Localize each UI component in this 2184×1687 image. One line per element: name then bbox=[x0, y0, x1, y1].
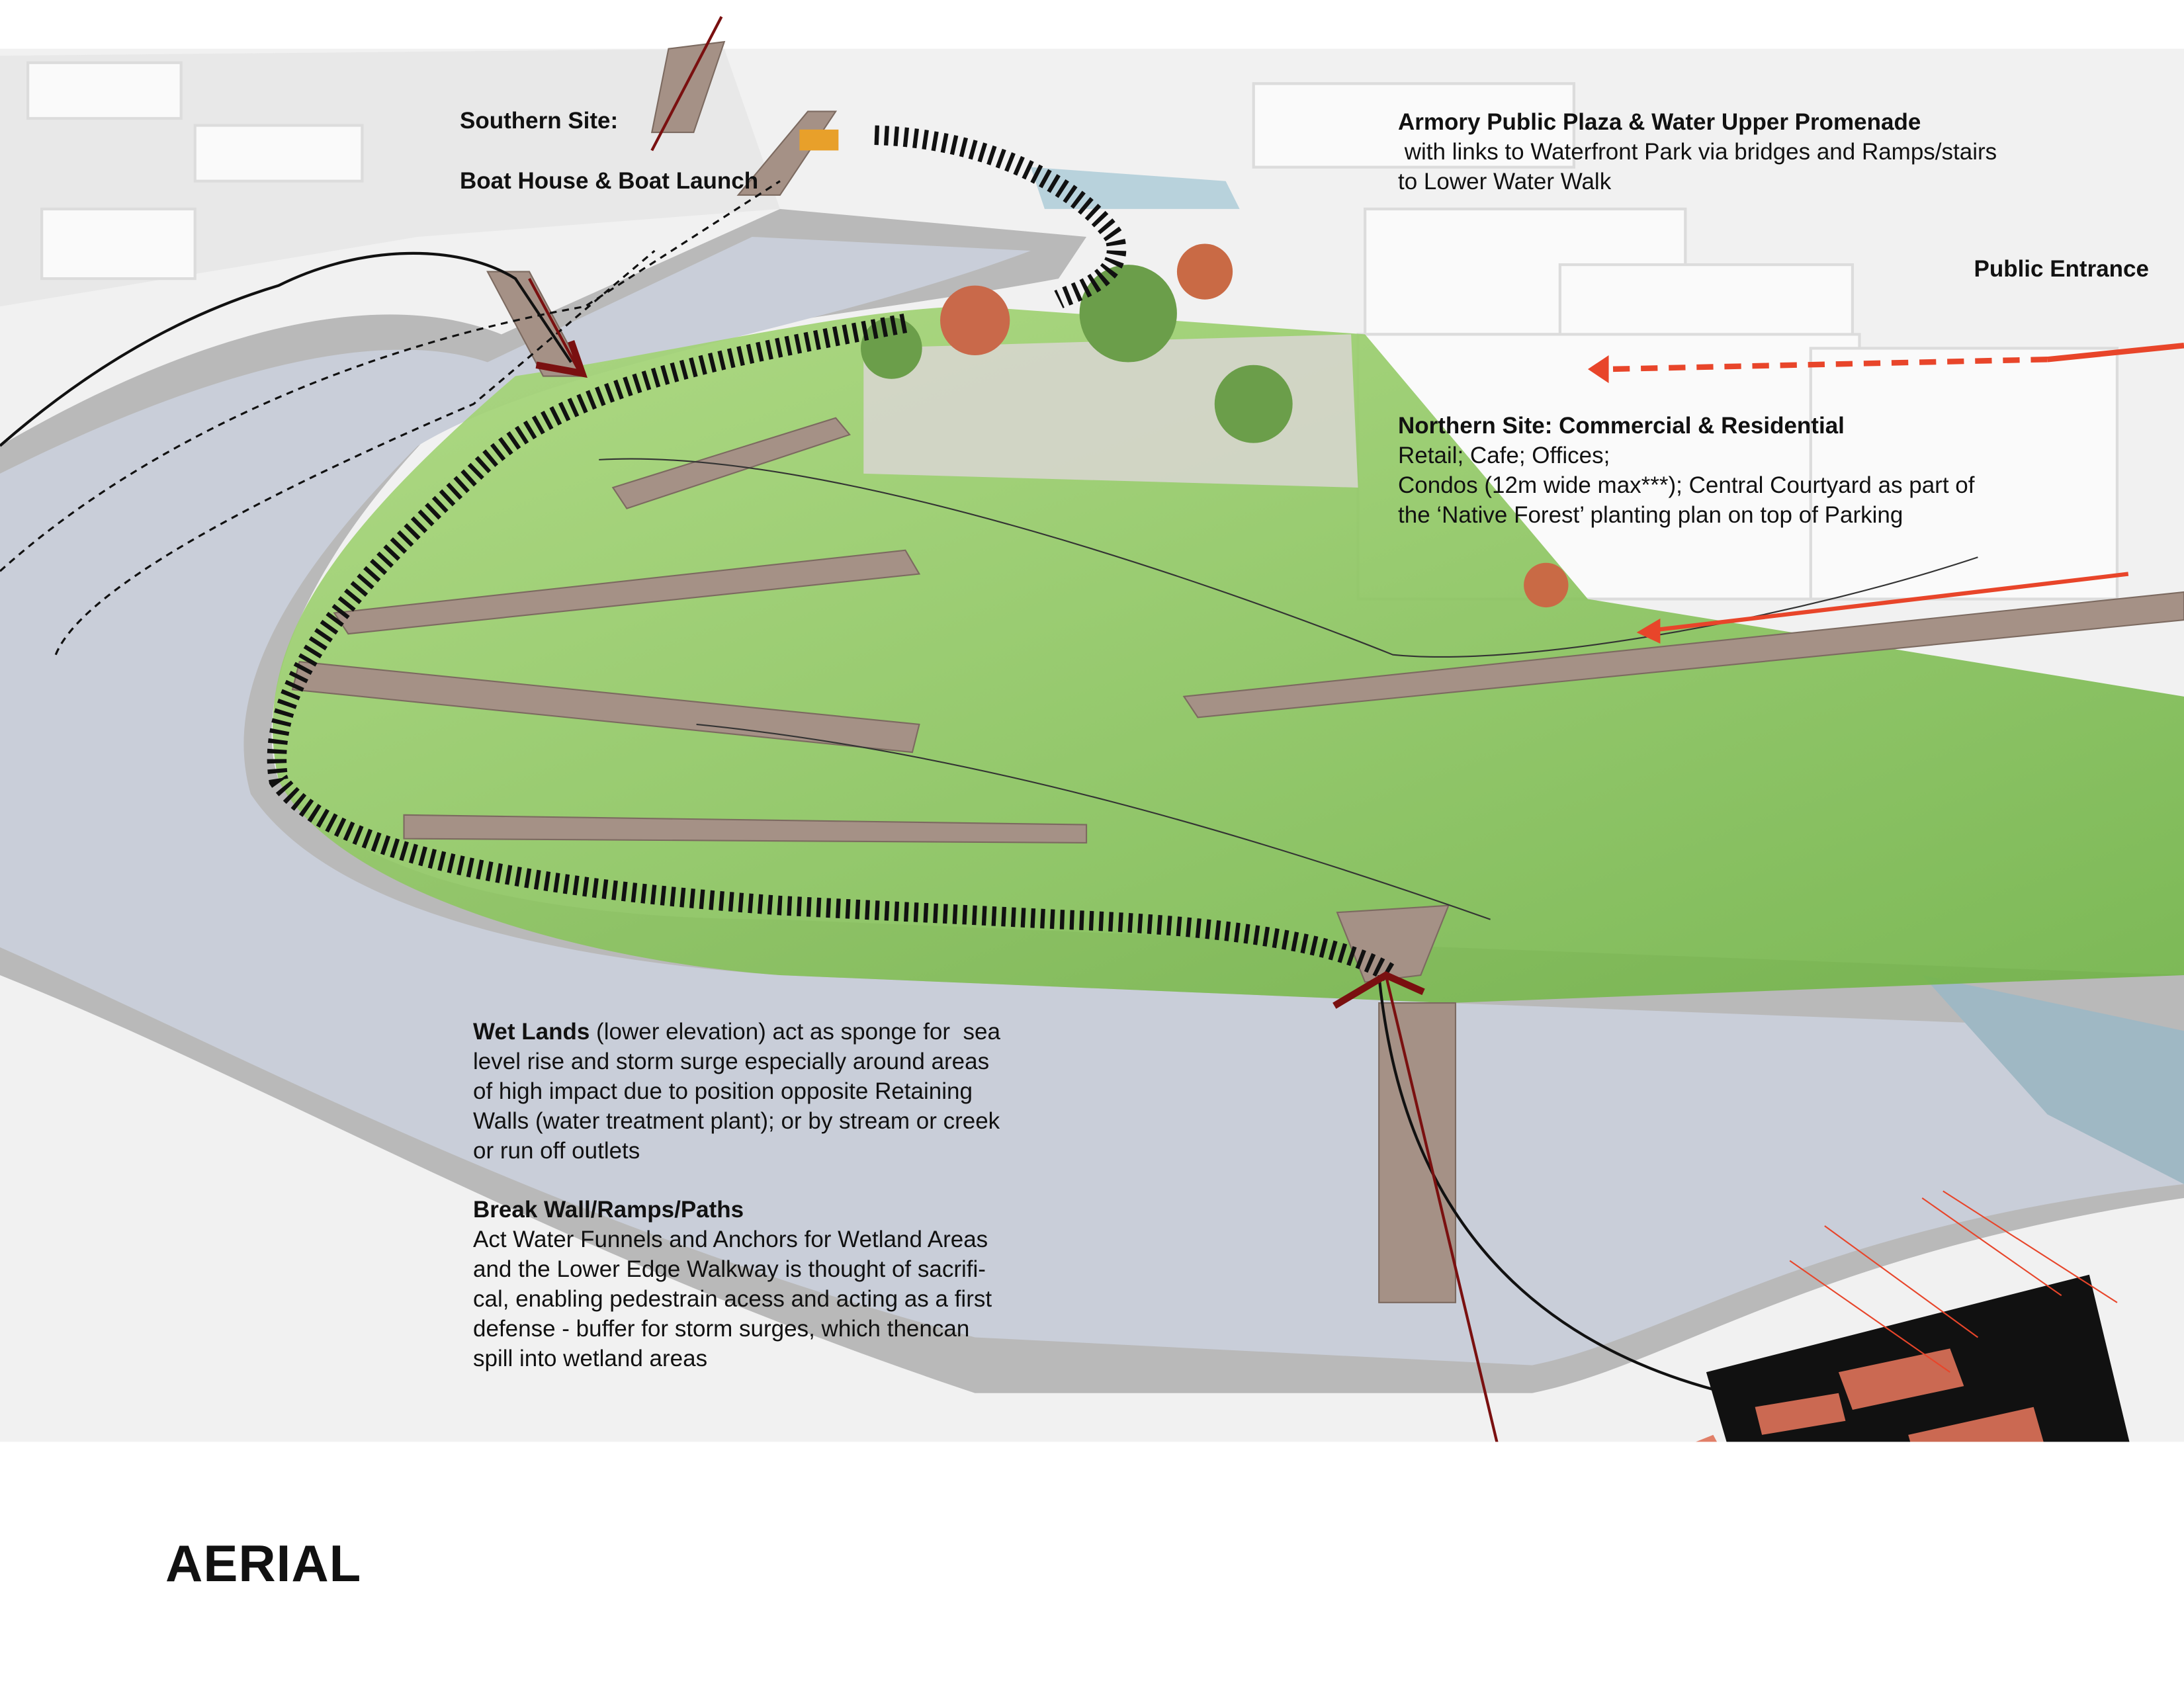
break-wall-line: Act Water Funnels and Anchors for Wetlan… bbox=[473, 1227, 988, 1252]
northern-arrow bbox=[1657, 572, 2129, 632]
entrance-arrow-dashed bbox=[1608, 357, 2048, 372]
break-wall-line: spill into wetland areas bbox=[473, 1346, 708, 1371]
river-water bbox=[0, 236, 2184, 1365]
connection-line bbox=[0, 251, 572, 447]
armory-annotation: Armory Public Plaza & Water Upper Promen… bbox=[1398, 107, 1997, 196]
public-entrance-label: Public Entrance bbox=[1974, 256, 2149, 282]
trees bbox=[861, 243, 1569, 608]
dark-red-arrows bbox=[535, 340, 1425, 1009]
page-margin bbox=[0, 1442, 2184, 1687]
harbour-water bbox=[1922, 974, 2184, 1184]
wet-lands-annotation: Wet Lands (lower elevation) act as spong… bbox=[473, 1017, 1000, 1166]
wet-lands-line: or run off outlets bbox=[473, 1138, 640, 1164]
dashed-route-line bbox=[0, 180, 781, 656]
wet-lands-line: level rise and storm surge especially ar… bbox=[473, 1049, 990, 1074]
inset-leader-line bbox=[1377, 974, 1727, 1395]
northern-site-line: Condos (12m wide max***); Central Courty… bbox=[1398, 472, 1975, 498]
plaza-pool bbox=[1030, 167, 1240, 209]
break-wall-line: defense - buffer for storm surges, which… bbox=[473, 1316, 970, 1342]
break-wall-line: and the Lower Edge Walkway is thought of… bbox=[473, 1256, 986, 1282]
page-title: AERIAL bbox=[165, 1534, 362, 1592]
break-wall-line: cal, enabling pedestrain acess and actin… bbox=[473, 1286, 992, 1312]
wet-lands-line: of high impact due to position opposite … bbox=[473, 1078, 973, 1104]
northern-site-line: the ‘Native Forest’ planting plan on top… bbox=[1398, 502, 1903, 528]
northern-site-annotation: Northern Site: Commercial & Residential … bbox=[1398, 411, 1974, 530]
armory-line: with links to Waterfront Park via bridge… bbox=[1398, 139, 1997, 165]
boat-house-label: Boat House & Boat Launch bbox=[460, 168, 759, 194]
boat-house-marker bbox=[799, 129, 839, 151]
break-wall-heading: Break Wall/Ramps/Paths bbox=[473, 1197, 744, 1223]
wet-lands-line: Walls (water treatment plant); or by str… bbox=[473, 1108, 1000, 1134]
northern-site-line: Retail; Cafe; Offices; bbox=[1398, 443, 1610, 468]
armory-line: to Lower Water Walk bbox=[1398, 169, 1612, 195]
sketch-lines bbox=[599, 458, 1978, 920]
wet-lands-heading: Wet Lands bbox=[473, 1019, 590, 1045]
entrance-arrowhead bbox=[1587, 355, 1609, 384]
entrance-arrow-solid bbox=[2047, 343, 2184, 363]
southern-site-heading: Southern Site: bbox=[460, 108, 619, 134]
northern-site-heading: Northern Site: Commercial & Residential bbox=[1398, 413, 1845, 439]
lower-edge-walkway-line bbox=[267, 125, 1399, 984]
armory-heading: Armory Public Plaza & Water Upper Promen… bbox=[1398, 109, 1921, 135]
wet-lands-line: (lower elevation) act as sponge for sea bbox=[590, 1019, 1000, 1045]
break-wall-annotation: Break Wall/Ramps/Paths Act Water Funnels… bbox=[473, 1195, 992, 1373]
break-wall-paths bbox=[291, 40, 2184, 1303]
